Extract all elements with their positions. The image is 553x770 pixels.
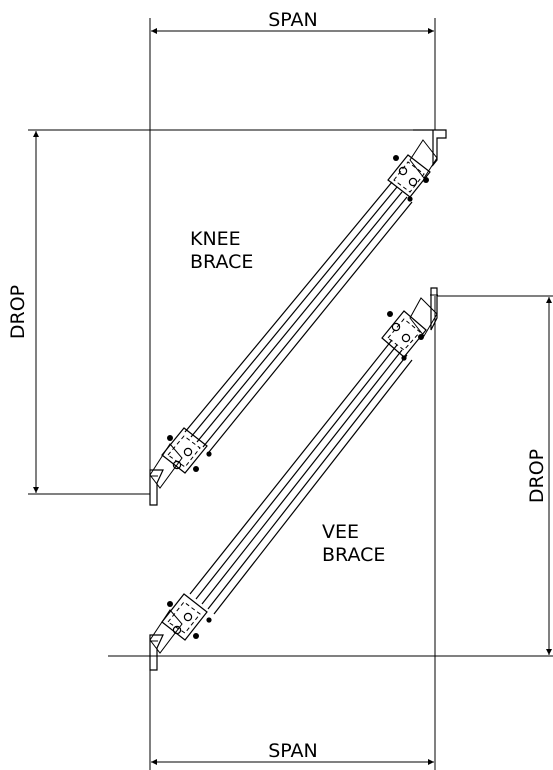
bolt-icon [408,177,418,187]
nut-icon [423,177,429,183]
vee-brace-rods [189,339,413,615]
vee-top-clip [409,287,438,337]
knee-brace-label-line2: BRACE [190,251,253,273]
bolt-icon [398,166,408,176]
nut-icon [206,617,212,623]
bottom-span-label: SPAN [268,740,318,762]
bolt-icon [172,460,182,470]
knee-lower-plate [161,427,212,474]
knee-upper-plate [387,154,431,202]
bottom-span-dimension: SPAN [149,296,436,770]
bolt-icon [391,322,401,332]
nut-icon [167,601,173,607]
top-span-label: SPAN [268,9,318,31]
nut-icon [206,451,212,457]
right-drop-dimension: DROP [108,295,553,657]
nut-icon [418,334,424,340]
vee-bottom-clip [149,609,183,671]
vee-lower-plate [161,593,212,641]
knee-bottom-clip [149,443,183,506]
knee-brace-rods [184,181,413,453]
top-span-dimension: SPAN [149,9,436,500]
bolt-icon [401,333,411,343]
knee-brace [149,129,447,506]
nut-icon [407,196,413,202]
nut-icon [193,633,199,639]
vee-brace-label-line2: BRACE [322,544,385,566]
nut-icon [167,435,173,441]
left-drop-label: DROP [7,285,29,339]
right-drop-label: DROP [526,449,548,503]
bolt-icon [172,625,182,635]
left-drop-dimension: DROP [7,129,445,495]
nut-icon [401,355,407,361]
nut-icon [193,466,199,472]
vee-brace [149,287,438,671]
bolt-icon [183,612,193,622]
vee-brace-label-line1: VEE [322,521,359,543]
bolt-icon [183,447,193,457]
nut-icon [393,155,399,161]
nut-icon [387,311,393,317]
vee-upper-plate [381,310,427,361]
knee-brace-label-line1: KNEE [190,228,241,250]
